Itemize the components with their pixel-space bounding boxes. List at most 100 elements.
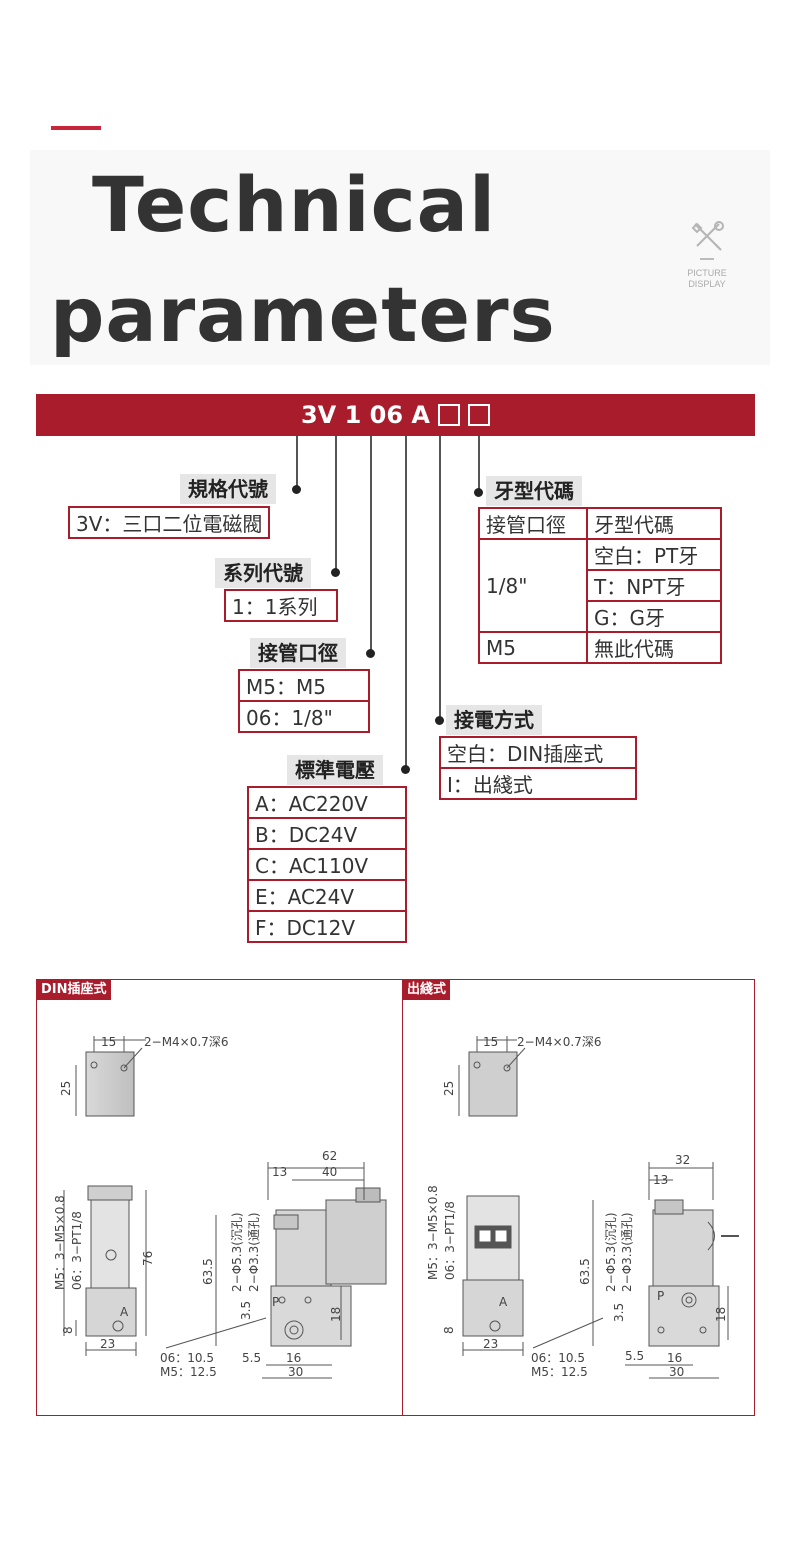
din-dim-3-5: 3.5 [239, 1301, 253, 1320]
lead-label-a: A [499, 1295, 508, 1309]
lead-dim-32: 32 [675, 1153, 690, 1167]
tools-icon [691, 221, 724, 251]
wiring-row: I：出綫式 [439, 767, 637, 800]
wiring-table: 空白：DIN插座式 I：出綫式 [439, 736, 637, 800]
model-code-bar: 3V 1 06 A [36, 394, 755, 436]
din-note-m5: M5：12.5 [160, 1365, 217, 1379]
connector-line-series [335, 436, 337, 572]
din-dim-40: 40 [322, 1165, 337, 1179]
din-dim-18: 18 [329, 1307, 343, 1322]
port-table: M5：M5 06：1/8" [238, 669, 370, 733]
lead-note-06: 06：10.5 [531, 1351, 585, 1365]
thread-head-code: 牙型代碼 [586, 507, 722, 540]
series-value: 1：1系列 [224, 589, 338, 622]
din-dim-76: 76 [141, 1251, 155, 1266]
port-row: 06：1/8" [238, 700, 370, 733]
din-port-note1: M5：3−M5×0.8 [53, 1195, 67, 1290]
port-dot [366, 649, 375, 658]
thread-size-m5: M5 [478, 631, 588, 664]
thread-label: 牙型代碼 [486, 476, 582, 506]
spec-value: 3V：三口二位電磁閥 [67, 506, 271, 539]
badge-divider [700, 258, 714, 260]
thread-dot [474, 488, 483, 497]
din-technical-drawing: 15 2−M4×0.7深6 25 M5：3−M5×0.8 06：3−PT1/8 … [53, 1035, 387, 1379]
din-dim-30: 30 [288, 1365, 303, 1379]
voltage-dot [401, 765, 410, 774]
spec-table: 3V：三口二位電磁閥 [67, 506, 271, 539]
lead-label-p: P [657, 1289, 664, 1303]
lead-dim-5-5: 5.5 [625, 1349, 644, 1363]
port-row: M5：M5 [238, 669, 370, 702]
voltage-row: E：AC24V [247, 879, 407, 912]
lead-drawing-panel [402, 979, 755, 1416]
thread-option: 空白：PT牙 [586, 538, 722, 571]
lead-technical-drawing: 15 2−M4×0.7深6 25 M5：3−M5×0.8 06：3−PT1/8 … [426, 1035, 739, 1379]
lead-front-coil [652, 1209, 714, 1291]
model-placeholder-box-1 [438, 404, 460, 426]
lead-hole-note: 2−M4×0.7深6 [517, 1035, 601, 1049]
model-placeholder-box-2 [468, 404, 490, 426]
thread-m5-value: 無此代碼 [586, 631, 722, 664]
din-dim-13: 13 [272, 1165, 287, 1179]
page-title-line1: Technical [92, 160, 496, 249]
connector-line-voltage [405, 436, 407, 769]
thread-option: G：G牙 [586, 600, 722, 633]
din-note-06: 06：10.5 [160, 1351, 214, 1365]
din-dim-23: 23 [100, 1337, 115, 1351]
lead-dim-25: 25 [442, 1081, 456, 1096]
din-dim-15: 15 [101, 1035, 116, 1049]
badge-line1: PICTURE [687, 268, 727, 278]
din-hole-b: 2−Φ3.3(通孔) [247, 1212, 261, 1292]
din-hole-a: 2−Φ5.3(沉孔) [230, 1212, 244, 1292]
din-hole-note: 2−M4×0.7深6 [144, 1035, 228, 1049]
voltage-table: A：AC220V B：DC24V C：AC110V E：AC24V F：DC12… [247, 786, 407, 943]
connector-line-thread [478, 436, 480, 492]
din-dim-16: 16 [286, 1351, 301, 1365]
lead-dim-18: 18 [714, 1307, 728, 1322]
voltage-row: B：DC24V [247, 817, 407, 850]
badge-line2: DISPLAY [688, 279, 726, 289]
lead-hole-b: 2−Φ3.3(通孔) [620, 1212, 634, 1292]
voltage-row: F：DC12V [247, 910, 407, 943]
voltage-row: A：AC220V [247, 786, 407, 819]
lead-port-note2: 06：3−PT1/8 [443, 1201, 457, 1280]
wiring-row: 空白：DIN插座式 [439, 736, 637, 769]
lead-dim-15: 15 [483, 1035, 498, 1049]
voltage-label: 標準電壓 [287, 755, 383, 785]
connector-line-spec [296, 436, 298, 488]
thread-size-18: 1/8" [478, 538, 588, 633]
page-title-line2: parameters [50, 270, 556, 359]
din-dim-62: 62 [322, 1149, 337, 1163]
lead-port-note1: M5：3−M5×0.8 [426, 1185, 440, 1280]
lead-dim-16: 16 [667, 1351, 682, 1365]
picture-display-badge: PICTURE DISPLAY [682, 220, 732, 290]
series-label: 系列代號 [215, 558, 311, 588]
lead-note-m5: M5：12.5 [531, 1365, 588, 1379]
lead-dim-63-5: 63.5 [578, 1258, 592, 1285]
series-table: 1：1系列 [224, 589, 338, 622]
spec-label: 規格代號 [180, 474, 276, 504]
thread-option: T：NPT牙 [586, 569, 722, 602]
din-dim-25: 25 [59, 1081, 73, 1096]
lead-drawing-tag: 出綫式 [403, 980, 451, 1000]
din-dim-8: 8 [61, 1326, 75, 1334]
din-dim-63-5: 63.5 [201, 1258, 215, 1285]
din-top-view [85, 1051, 135, 1117]
thread-head-size: 接管口徑 [478, 507, 588, 540]
hero-background [30, 150, 770, 365]
lead-dim-8: 8 [442, 1326, 456, 1334]
lead-dim-13: 13 [653, 1173, 668, 1187]
din-label-p: P [272, 1295, 279, 1309]
thread-table: 接管口徑 牙型代碼 1/8" 空白：PT牙 T：NPT牙 G：G牙 M5 無此代… [478, 507, 722, 664]
din-label-a: A [120, 1305, 129, 1319]
model-code: 3V 1 06 A [300, 401, 430, 429]
series-dot [331, 568, 340, 577]
lead-dim-30: 30 [669, 1365, 684, 1379]
accent-line [51, 126, 101, 130]
connector-line-wiring [439, 436, 441, 720]
voltage-row: C：AC110V [247, 848, 407, 881]
wiring-label: 接電方式 [446, 705, 542, 735]
din-port-note2: 06：3−PT1/8 [70, 1211, 84, 1290]
spec-dot [292, 485, 301, 494]
lead-dim-23: 23 [483, 1337, 498, 1351]
